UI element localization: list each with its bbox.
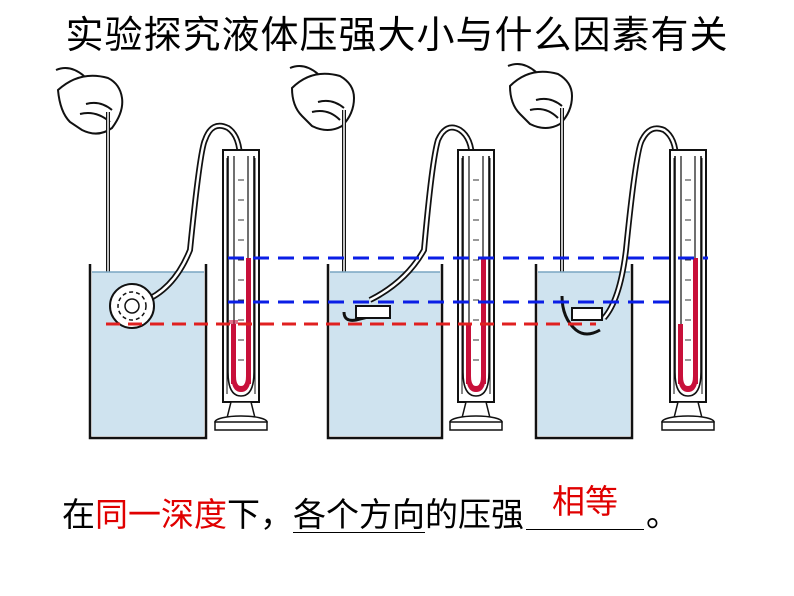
probe-icon	[355, 305, 391, 319]
probe-icon	[109, 283, 155, 329]
page-title: 实验探究液体压强大小与什么因素有关	[65, 13, 729, 57]
manometer-liquid	[678, 258, 698, 392]
manometer-liquid	[229, 258, 251, 392]
caption-mid: 下，	[227, 495, 293, 534]
manometer-liquid	[466, 258, 486, 392]
setup-3	[507, 63, 715, 440]
directions-text: 各个方向	[293, 495, 425, 534]
answer-text: 相等	[552, 482, 618, 521]
caption-prefix: 在	[62, 495, 95, 534]
hand-icon	[55, 67, 124, 135]
hand-icon	[289, 65, 356, 131]
container	[326, 264, 444, 440]
probe-icon	[571, 307, 603, 321]
same-depth-text: 同一深度	[95, 495, 227, 534]
answer-blank: 相等	[526, 482, 644, 530]
caption-end: 。	[646, 495, 679, 534]
reference-lines	[106, 256, 708, 326]
conclusion-sentence: 在同一深度下，各个方向的压强相等。	[62, 482, 679, 536]
hand-icon	[507, 63, 574, 129]
caption-suffix: 的压强	[425, 495, 524, 534]
setup-1	[55, 67, 268, 440]
setup-2	[289, 65, 503, 440]
